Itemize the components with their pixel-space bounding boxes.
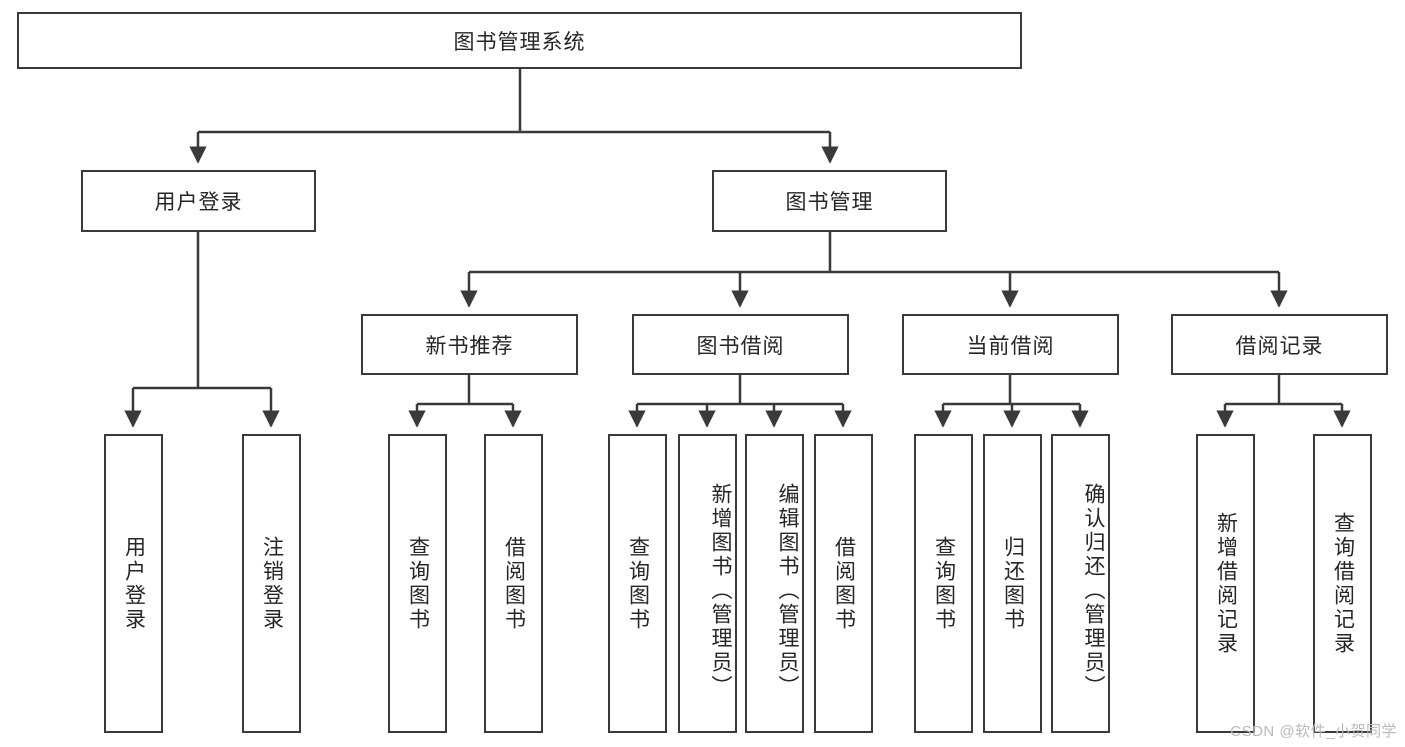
leaf-edit-book-admin[interactable]: 编辑图书（管理员） bbox=[745, 434, 804, 733]
node-user-login[interactable]: 用户登录 bbox=[81, 170, 316, 232]
leaf-add-book-admin[interactable]: 新增图书（管理员） bbox=[678, 434, 737, 733]
leaf-query-books-borrow[interactable]: 查询图书 bbox=[608, 434, 667, 733]
leaf-return-books[interactable]: 归还图书 bbox=[983, 434, 1042, 733]
leaf-query-borrowing-record[interactable]: 查询借阅记录 bbox=[1313, 434, 1372, 733]
leaf-borrow-books-borrow[interactable]: 借阅图书 bbox=[814, 434, 873, 733]
leaf-add-borrowing-record[interactable]: 新增借阅记录 bbox=[1196, 434, 1255, 733]
leaf-query-books-recommend[interactable]: 查询图书 bbox=[388, 434, 447, 733]
leaf-user-login[interactable]: 用户登录 bbox=[104, 434, 163, 733]
leaf-confirm-return-admin[interactable]: 确认归还（管理员） bbox=[1051, 434, 1110, 733]
node-new-book-recommendation[interactable]: 新书推荐 bbox=[361, 314, 578, 375]
watermark: CSDN @软件_小贺同学 bbox=[1230, 723, 1397, 740]
leaf-logout[interactable]: 注销登录 bbox=[242, 434, 301, 733]
node-root-book-management-system[interactable]: 图书管理系统 bbox=[17, 12, 1022, 69]
node-book-management[interactable]: 图书管理 bbox=[712, 170, 947, 232]
node-current-borrowing[interactable]: 当前借阅 bbox=[902, 314, 1119, 375]
leaf-query-books-current[interactable]: 查询图书 bbox=[914, 434, 973, 733]
node-borrowing-records[interactable]: 借阅记录 bbox=[1171, 314, 1388, 375]
leaf-borrow-books-recommend[interactable]: 借阅图书 bbox=[484, 434, 543, 733]
node-book-borrowing[interactable]: 图书借阅 bbox=[632, 314, 849, 375]
